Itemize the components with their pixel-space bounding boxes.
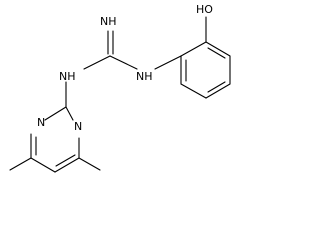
bond-c-nh-left (83, 55, 111, 70)
bond-ring-c2-c3 (205, 41, 231, 57)
bond-ring-inner-2 (207, 81, 226, 93)
bond-c5-c4 (54, 157, 80, 173)
label-ring-n-bottom: N (74, 120, 82, 133)
bond-c-nh-right (109, 55, 138, 70)
label-amine-right-nh: NH (136, 70, 153, 83)
bond-n3-c2 (65, 106, 74, 121)
bond-nh-phenol (154, 55, 182, 70)
label-ring-n-top: N (37, 116, 45, 129)
label-hydroxyl: HO (196, 3, 213, 16)
bond-methyl-right (78, 157, 101, 171)
bond-methyl-left (9, 157, 32, 171)
molecule-structure: NH NH NH HO N N (9, 3, 231, 173)
bond-ring-inner-1 (207, 47, 226, 59)
bond-ring-c5-c6 (180, 83, 207, 99)
guanidine-core (83, 30, 138, 70)
bond-ring-c4-c5 (205, 83, 231, 99)
pyrimidine-ring (9, 81, 101, 173)
label-imine-nh: NH (100, 15, 117, 28)
bond-c5-c4-inner (55, 154, 76, 167)
bond-c2-n1 (44, 106, 67, 121)
bond-ring-c1-c2 (180, 41, 207, 57)
label-amine-left-nh: NH (59, 70, 76, 83)
bond-c6-c5 (30, 157, 56, 173)
phenol-ring (154, 16, 231, 99)
